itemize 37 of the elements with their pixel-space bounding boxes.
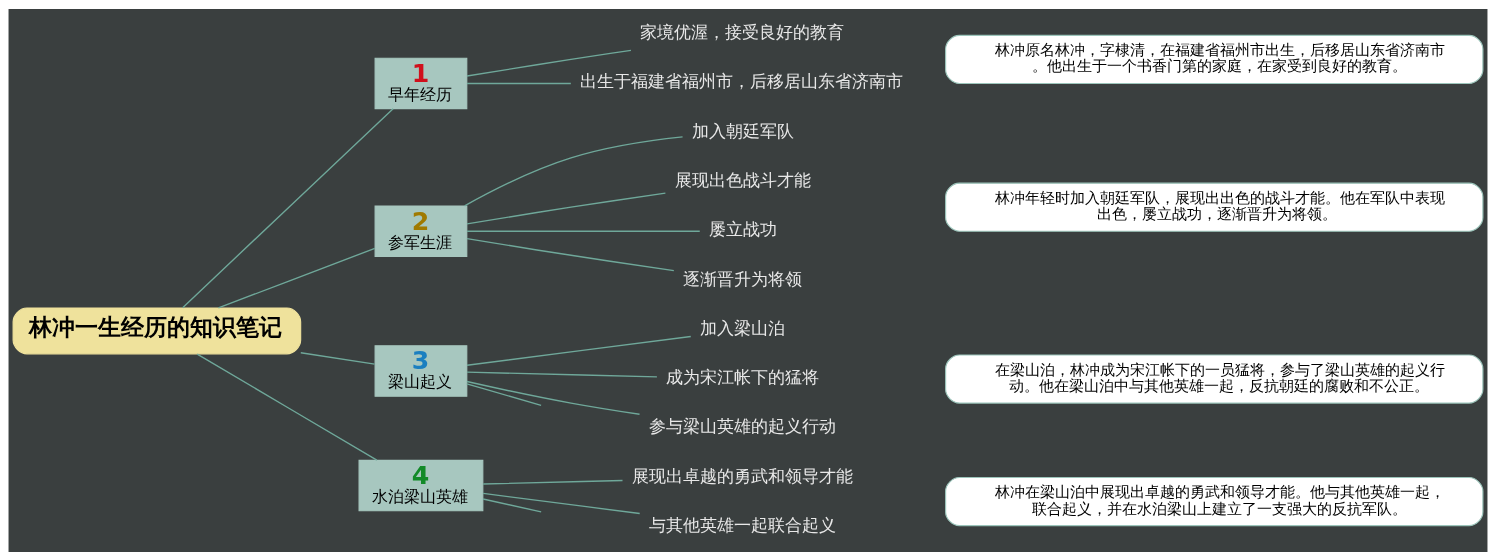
- node-box: 林冲原名林冲，字棣清，在福建省福州市出生，后移居山东省济南市。他出生于一个书香门第的家庭，在家受到良好的教育。: [945, 34, 1484, 84]
- connector: [482, 492, 641, 514]
- node-text: 逐渐晋升为将领: [683, 268, 803, 289]
- connector: [196, 352, 378, 461]
- connector: [466, 49, 632, 77]
- node-box: 3 梁山起义: [374, 344, 468, 397]
- connector: [466, 82, 572, 84]
- connector: [466, 237, 675, 271]
- node-text: 参与梁山英雄的起义行动: [648, 415, 836, 436]
- connector: [466, 382, 542, 406]
- connector: [463, 135, 684, 207]
- node-box: 林冲年轻时加入朝廷军队，展现出出色的战斗才能。他在军队中表现出色，屡立战功，逐渐晋升为将领。: [945, 182, 1484, 232]
- node-box: 林冲在梁山泊中展现出卓越的勇武和领导才能。他与其他英雄一起，联合起义，并在水泊梁山上建立了一支强大的反抗军队。: [945, 476, 1484, 526]
- node-text: 与其他英雄一起联合起义: [648, 514, 836, 535]
- connector: [482, 497, 542, 513]
- connector: [300, 351, 376, 365]
- connector: [482, 479, 624, 485]
- node-box: 2 参军生涯: [374, 204, 468, 257]
- connector: [466, 230, 701, 232]
- node-box: 林冲一生经历的知识笔记: [12, 306, 302, 354]
- node-box: 4 水泊梁山英雄: [358, 459, 484, 511]
- node-text: 加入朝廷军队: [691, 120, 794, 141]
- connector: [466, 335, 692, 366]
- connector: [217, 247, 376, 309]
- node-text: 加入梁山泊: [700, 317, 786, 338]
- connector: [181, 107, 394, 308]
- node-text: 展现出色战斗才能: [674, 169, 811, 190]
- node-text: 成为宋江帐下的猛将: [666, 366, 820, 387]
- connector: [466, 370, 658, 378]
- node-text: 家境优渥，接受良好的教育: [640, 21, 845, 42]
- connector: [466, 191, 667, 224]
- node-text: 出生于福建省福州市，后移居山东省济南市: [580, 70, 904, 91]
- node-text: 展现出卓越的勇武和领导才能: [631, 465, 853, 486]
- connector: [466, 380, 641, 415]
- node-text: 屡立战功: [709, 218, 778, 239]
- node-box: 在梁山泊，林冲成为宋江帐下的一员猛将，参与了梁山英雄的起义行动。他在梁山泊中与其他英雄一起，反抗朝廷的腐败和不公正。: [945, 353, 1484, 404]
- node-box: 1 早年经历: [374, 57, 468, 109]
